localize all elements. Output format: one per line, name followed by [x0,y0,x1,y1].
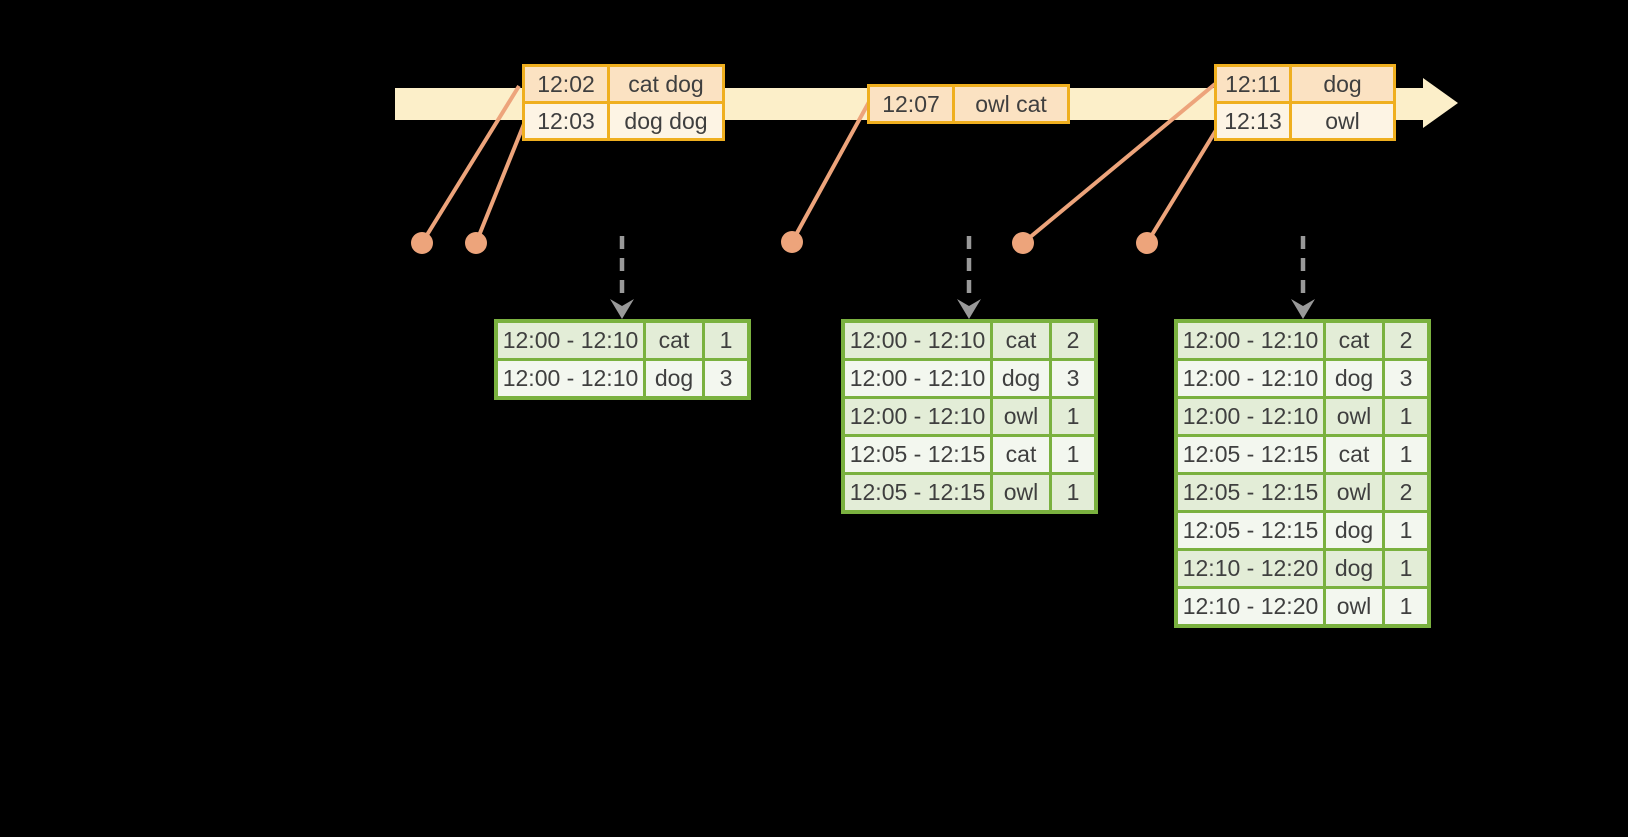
event-time-cell: 12:11 [1217,67,1289,101]
result-count-cell: 1 [1385,399,1427,434]
event-dot [1136,232,1158,254]
result-word-cell: dog [1326,513,1382,548]
result-window-cell: 12:05 - 12:15 [1178,513,1323,548]
event-connector-line [420,84,521,245]
event-connector-line [474,123,526,244]
result-window-cell: 12:05 - 12:15 [845,475,990,510]
result-count-cell: 2 [1385,475,1427,510]
event-dot [411,232,433,254]
result-count-cell: 2 [1385,323,1427,358]
result-count-cell: 1 [1052,475,1094,510]
result-word-cell: cat [646,323,702,358]
result-count-cell: 1 [1385,551,1427,586]
result-word-cell: owl [1326,399,1382,434]
event-dot [1012,232,1034,254]
result-count-cell: 1 [1052,437,1094,472]
result-count-cell: 1 [1385,589,1427,624]
event-connector-line [790,101,871,243]
result-count-cell: 1 [1385,437,1427,472]
result-window-cell: 12:00 - 12:10 [1178,361,1323,396]
result-window-cell: 12:00 - 12:10 [1178,323,1323,358]
result-window-cell: 12:00 - 12:10 [1178,399,1323,434]
result-count-cell: 2 [1052,323,1094,358]
event-connector-line [1145,125,1220,245]
result-word-cell: cat [993,437,1049,472]
trigger-arrow-head-icon [1291,299,1315,319]
result-window-cell: 12:00 - 12:10 [845,323,990,358]
result-count-cell: 1 [1385,513,1427,548]
result-word-cell: owl [993,475,1049,510]
result-word-cell: dog [646,361,702,396]
result-word-cell: owl [1326,589,1382,624]
event-words-cell: owl cat [955,87,1067,121]
event-words-cell: dog dog [610,104,722,138]
result-window-cell: 12:00 - 12:10 [845,361,990,396]
result-count-cell: 3 [705,361,747,396]
event-time-cell: 12:03 [525,104,607,138]
result-word-cell: dog [993,361,1049,396]
result-word-cell: dog [1326,551,1382,586]
result-window-cell: 12:10 - 12:20 [1178,551,1323,586]
result-word-cell: cat [1326,437,1382,472]
result-window-cell: 12:05 - 12:15 [1178,475,1323,510]
event-words-cell: cat dog [610,67,722,101]
result-word-cell: cat [993,323,1049,358]
event-words-cell: owl [1292,104,1393,138]
result-count-cell: 3 [1052,361,1094,396]
trigger-arrow-head-icon [957,299,981,319]
event-time-cell: 12:07 [870,87,952,121]
event-connector-line [1021,82,1217,245]
result-word-cell: cat [1326,323,1382,358]
event-dot [781,231,803,253]
result-word-cell: owl [1326,475,1382,510]
result-count-cell: 1 [705,323,747,358]
result-window-cell: 12:05 - 12:15 [845,437,990,472]
event-time-cell: 12:02 [525,67,607,101]
result-count-cell: 1 [1052,399,1094,434]
event-words-cell: dog [1292,67,1393,101]
result-window-cell: 12:05 - 12:15 [1178,437,1323,472]
event-dot [465,232,487,254]
result-word-cell: dog [1326,361,1382,396]
result-window-cell: 12:10 - 12:20 [1178,589,1323,624]
result-window-cell: 12:00 - 12:10 [845,399,990,434]
event-time-cell: 12:13 [1217,104,1289,138]
result-window-cell: 12:00 - 12:10 [498,323,643,358]
result-word-cell: owl [993,399,1049,434]
result-window-cell: 12:00 - 12:10 [498,361,643,396]
result-count-cell: 3 [1385,361,1427,396]
trigger-arrow-head-icon [610,299,634,319]
